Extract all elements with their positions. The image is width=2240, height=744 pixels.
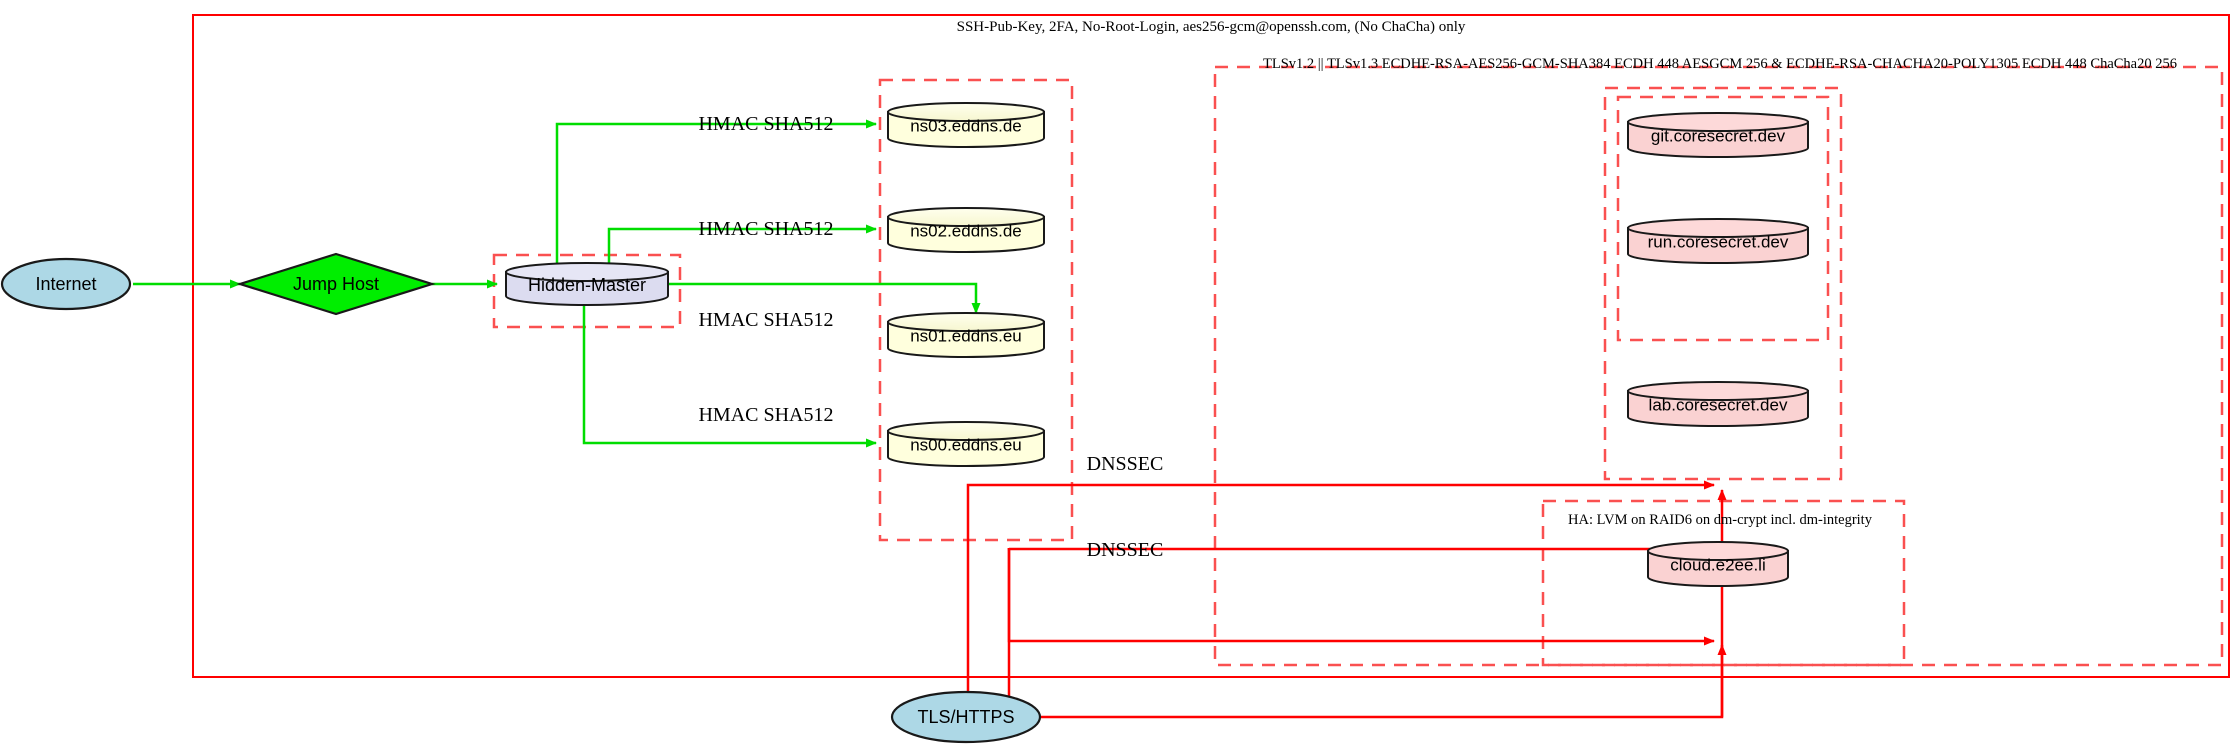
node-run-coresecret[interactable]: run.coresecret.dev (1627, 218, 1809, 264)
ha-zone-frame (1541, 499, 1906, 667)
tls-zone-label: TLSv1.2 || TLSv1.3 ECDHE-RSA-AES256-GCM-… (1263, 56, 2177, 72)
node-ns00[interactable]: ns00.eddns.eu (887, 421, 1045, 467)
node-lab-coresecret-label: lab.coresecret.dev (1649, 396, 1788, 415)
node-cloud-e2ee[interactable]: cloud.e2ee.li (1647, 541, 1789, 587)
edge-hiddenmaster-ns00 (582, 300, 877, 448)
edge-hiddenmaster-ns02 (607, 224, 877, 268)
edge-label-hmac-ns01: HMAC SHA512 (698, 309, 833, 331)
node-tls-https[interactable]: TLS/HTTPS (890, 690, 1042, 744)
edge-label-hmac-ns00: HMAC SHA512 (698, 404, 833, 426)
ssh-zone-label: SSH-Pub-Key, 2FA, No-Root-Login, aes256-… (957, 19, 1466, 35)
edge-hiddenmaster-ns03 (555, 119, 877, 270)
ssh-zone-frame (192, 14, 2230, 678)
node-git-coresecret[interactable]: git.coresecret.dev (1627, 112, 1809, 158)
edge-label-dnssec-lower: DNSSEC (1087, 539, 1164, 561)
node-jump-host-label: Jump Host (293, 274, 379, 294)
node-lab-coresecret[interactable]: lab.coresecret.dev (1627, 381, 1809, 427)
node-hidden-master-label: Hidden-Master (528, 275, 646, 295)
edge-dnssec-upper (966, 480, 1715, 728)
node-ns02-label: ns02.eddns.de (910, 222, 1022, 241)
coresecret-inner-zone-frame (1616, 95, 1830, 342)
node-git-coresecret-label: git.coresecret.dev (1651, 127, 1786, 146)
node-ns03[interactable]: ns03.eddns.de (887, 102, 1045, 148)
ha-zone-label: HA: LVM on RAID6 on dm-crypt incl. dm-in… (1568, 512, 1873, 528)
coresecret-outer-zone-frame (1603, 86, 1843, 481)
node-internet-label: Internet (35, 274, 96, 294)
node-hidden-master[interactable]: Hidden-Master (505, 262, 669, 306)
node-ns02[interactable]: ns02.eddns.de (887, 207, 1045, 253)
node-cloud-e2ee-label: cloud.e2ee.li (1670, 556, 1765, 575)
tls-zone-frame (1213, 65, 2224, 667)
edge-hiddenmaster-ns01 (664, 282, 981, 314)
node-run-coresecret-label: run.coresecret.dev (1648, 233, 1789, 252)
node-jump-host[interactable]: Jump Host (236, 252, 436, 316)
node-tls-https-label: TLS/HTTPS (917, 707, 1014, 727)
node-ns00-label: ns00.eddns.eu (910, 436, 1022, 455)
node-ns01-label: ns01.eddns.eu (910, 327, 1022, 346)
ns-zone-frame (878, 78, 1074, 542)
hidden-master-zone-frame (492, 253, 682, 329)
edge-label-hmac-ns02: HMAC SHA512 (698, 218, 833, 240)
edge-label-hmac-ns03: HMAC SHA512 (698, 113, 833, 135)
node-ns01[interactable]: ns01.eddns.eu (887, 312, 1045, 358)
edge-label-dnssec-upper: DNSSEC (1087, 453, 1164, 475)
node-internet[interactable]: Internet (0, 257, 132, 311)
edge-dnssec-lower-branch (1007, 548, 1715, 646)
node-ns03-label: ns03.eddns.de (910, 117, 1022, 136)
